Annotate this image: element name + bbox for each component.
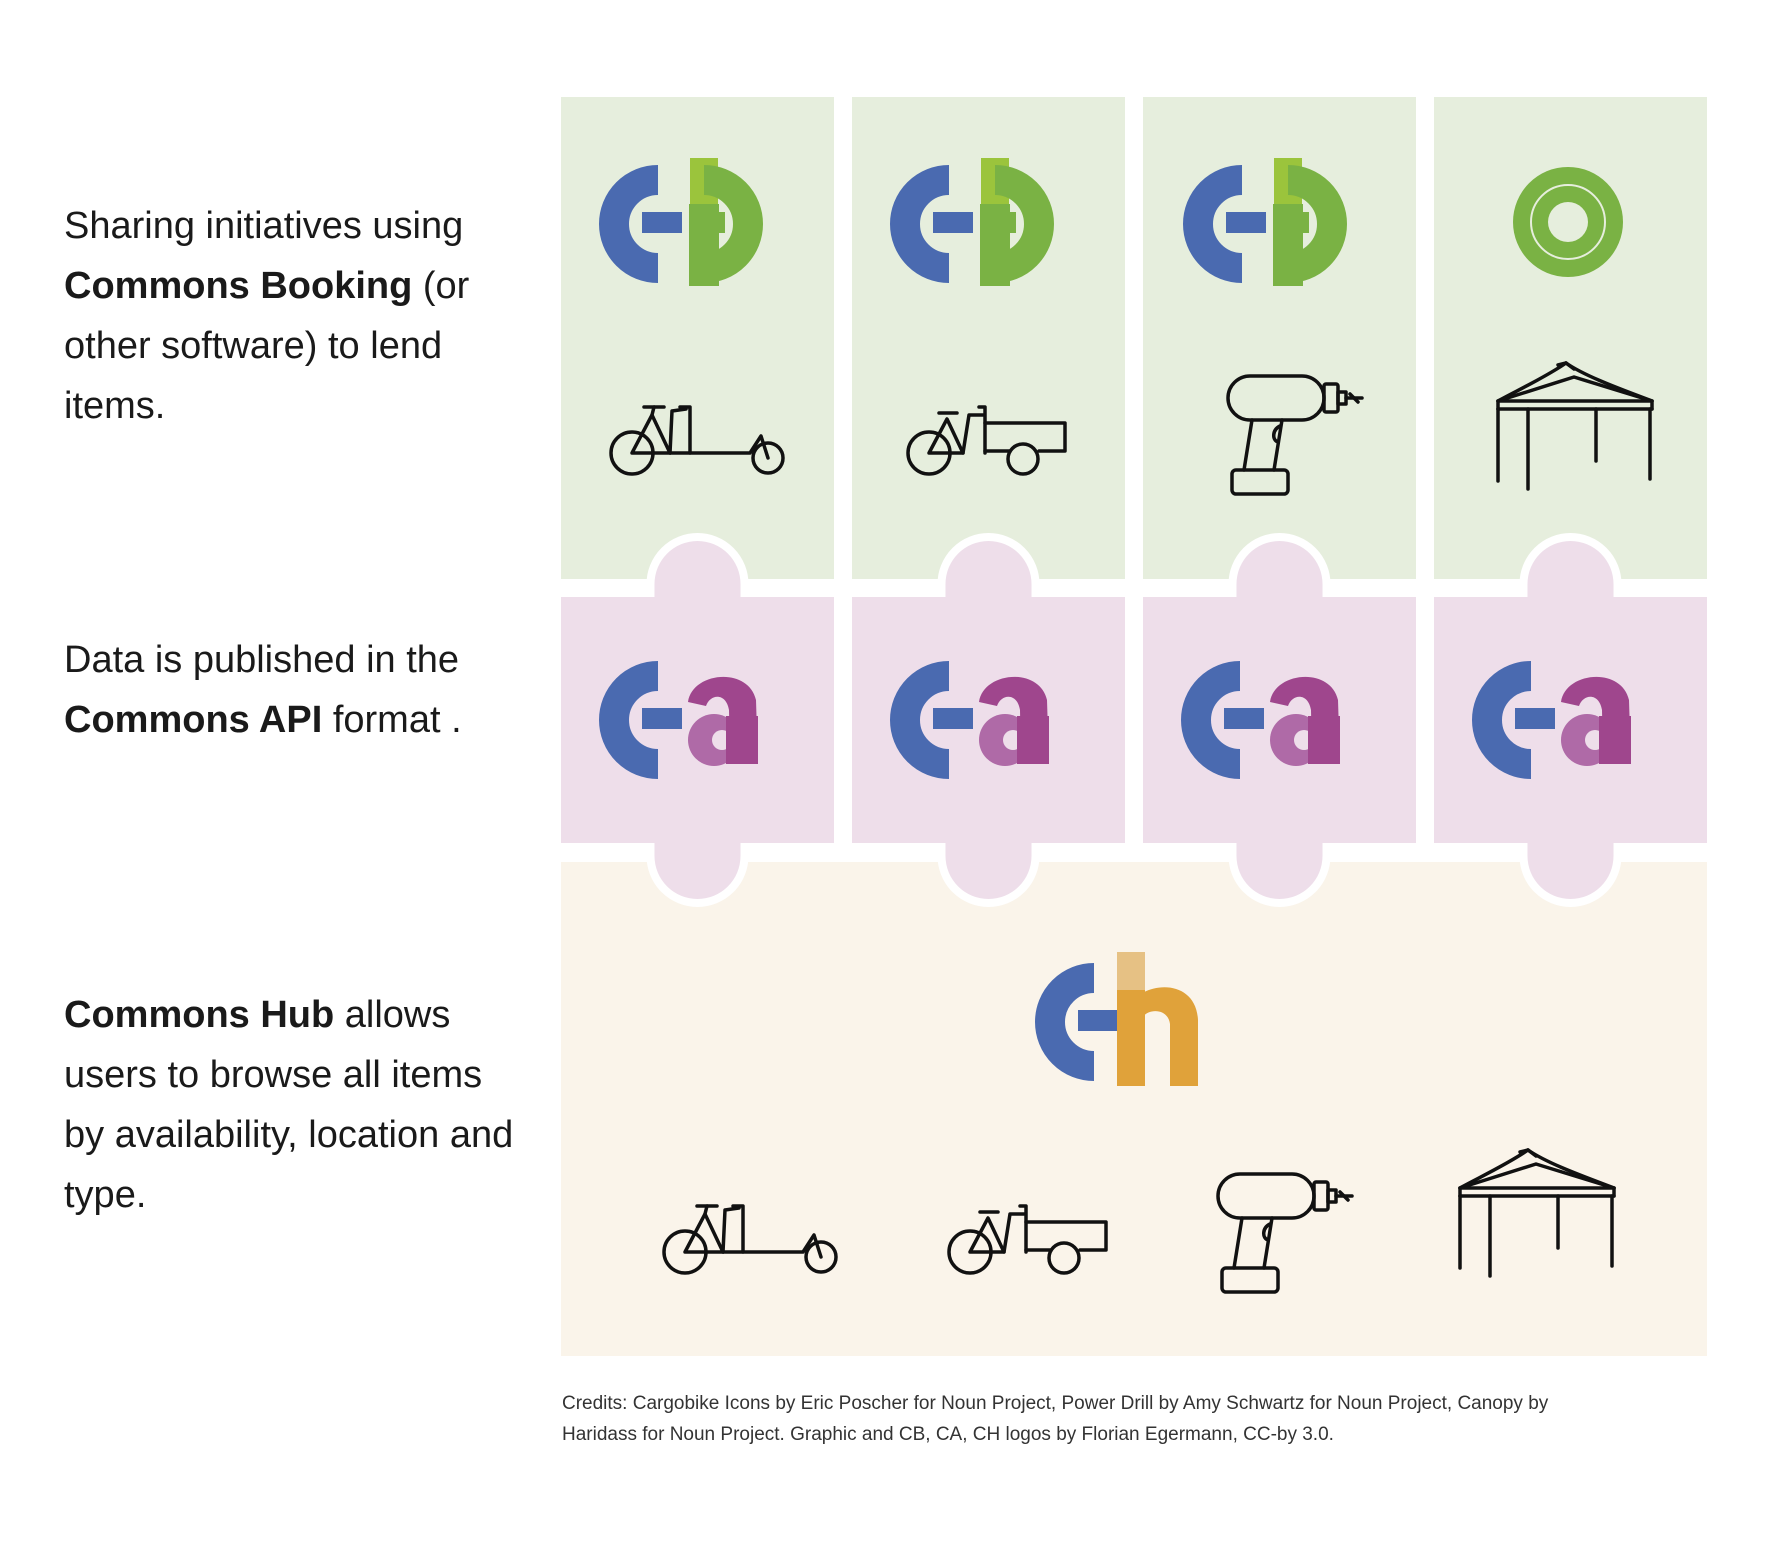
commons-booking-bold: Commons Booking bbox=[64, 265, 413, 307]
api-text-part1: Data is published in the bbox=[64, 639, 460, 681]
top-logo-4 bbox=[1512, 166, 1624, 278]
sharing-initiatives-text: Sharing initiatives using Commons Bookin… bbox=[64, 196, 524, 436]
hub-panel bbox=[561, 862, 1707, 1356]
commons-api-text: Data is published in the Commons API for… bbox=[64, 630, 524, 750]
commons-hub-bold: Commons Hub bbox=[64, 994, 335, 1036]
sharing-text-part1: Sharing initiatives using bbox=[64, 205, 464, 247]
commons-api-bold: Commons API bbox=[64, 699, 323, 741]
credits-line-2: Haridass for Noun Project. Graphic and C… bbox=[562, 1424, 1334, 1445]
sharing-text-part2: (or other software) to lend items. bbox=[64, 265, 470, 427]
credits-line-1: Credits: Cargobike Icons by Eric Poscher… bbox=[562, 1393, 1549, 1414]
commons-hub-text: Commons Hub allows users to browse all i… bbox=[64, 985, 524, 1225]
api-text-part2: format . bbox=[322, 699, 462, 741]
credits-text: Credits: Cargobike Icons by Eric Poscher… bbox=[562, 1388, 1672, 1450]
hub-text-part2: allows users to browse all items by avai… bbox=[64, 994, 514, 1216]
top-row-panels bbox=[561, 97, 1707, 579]
